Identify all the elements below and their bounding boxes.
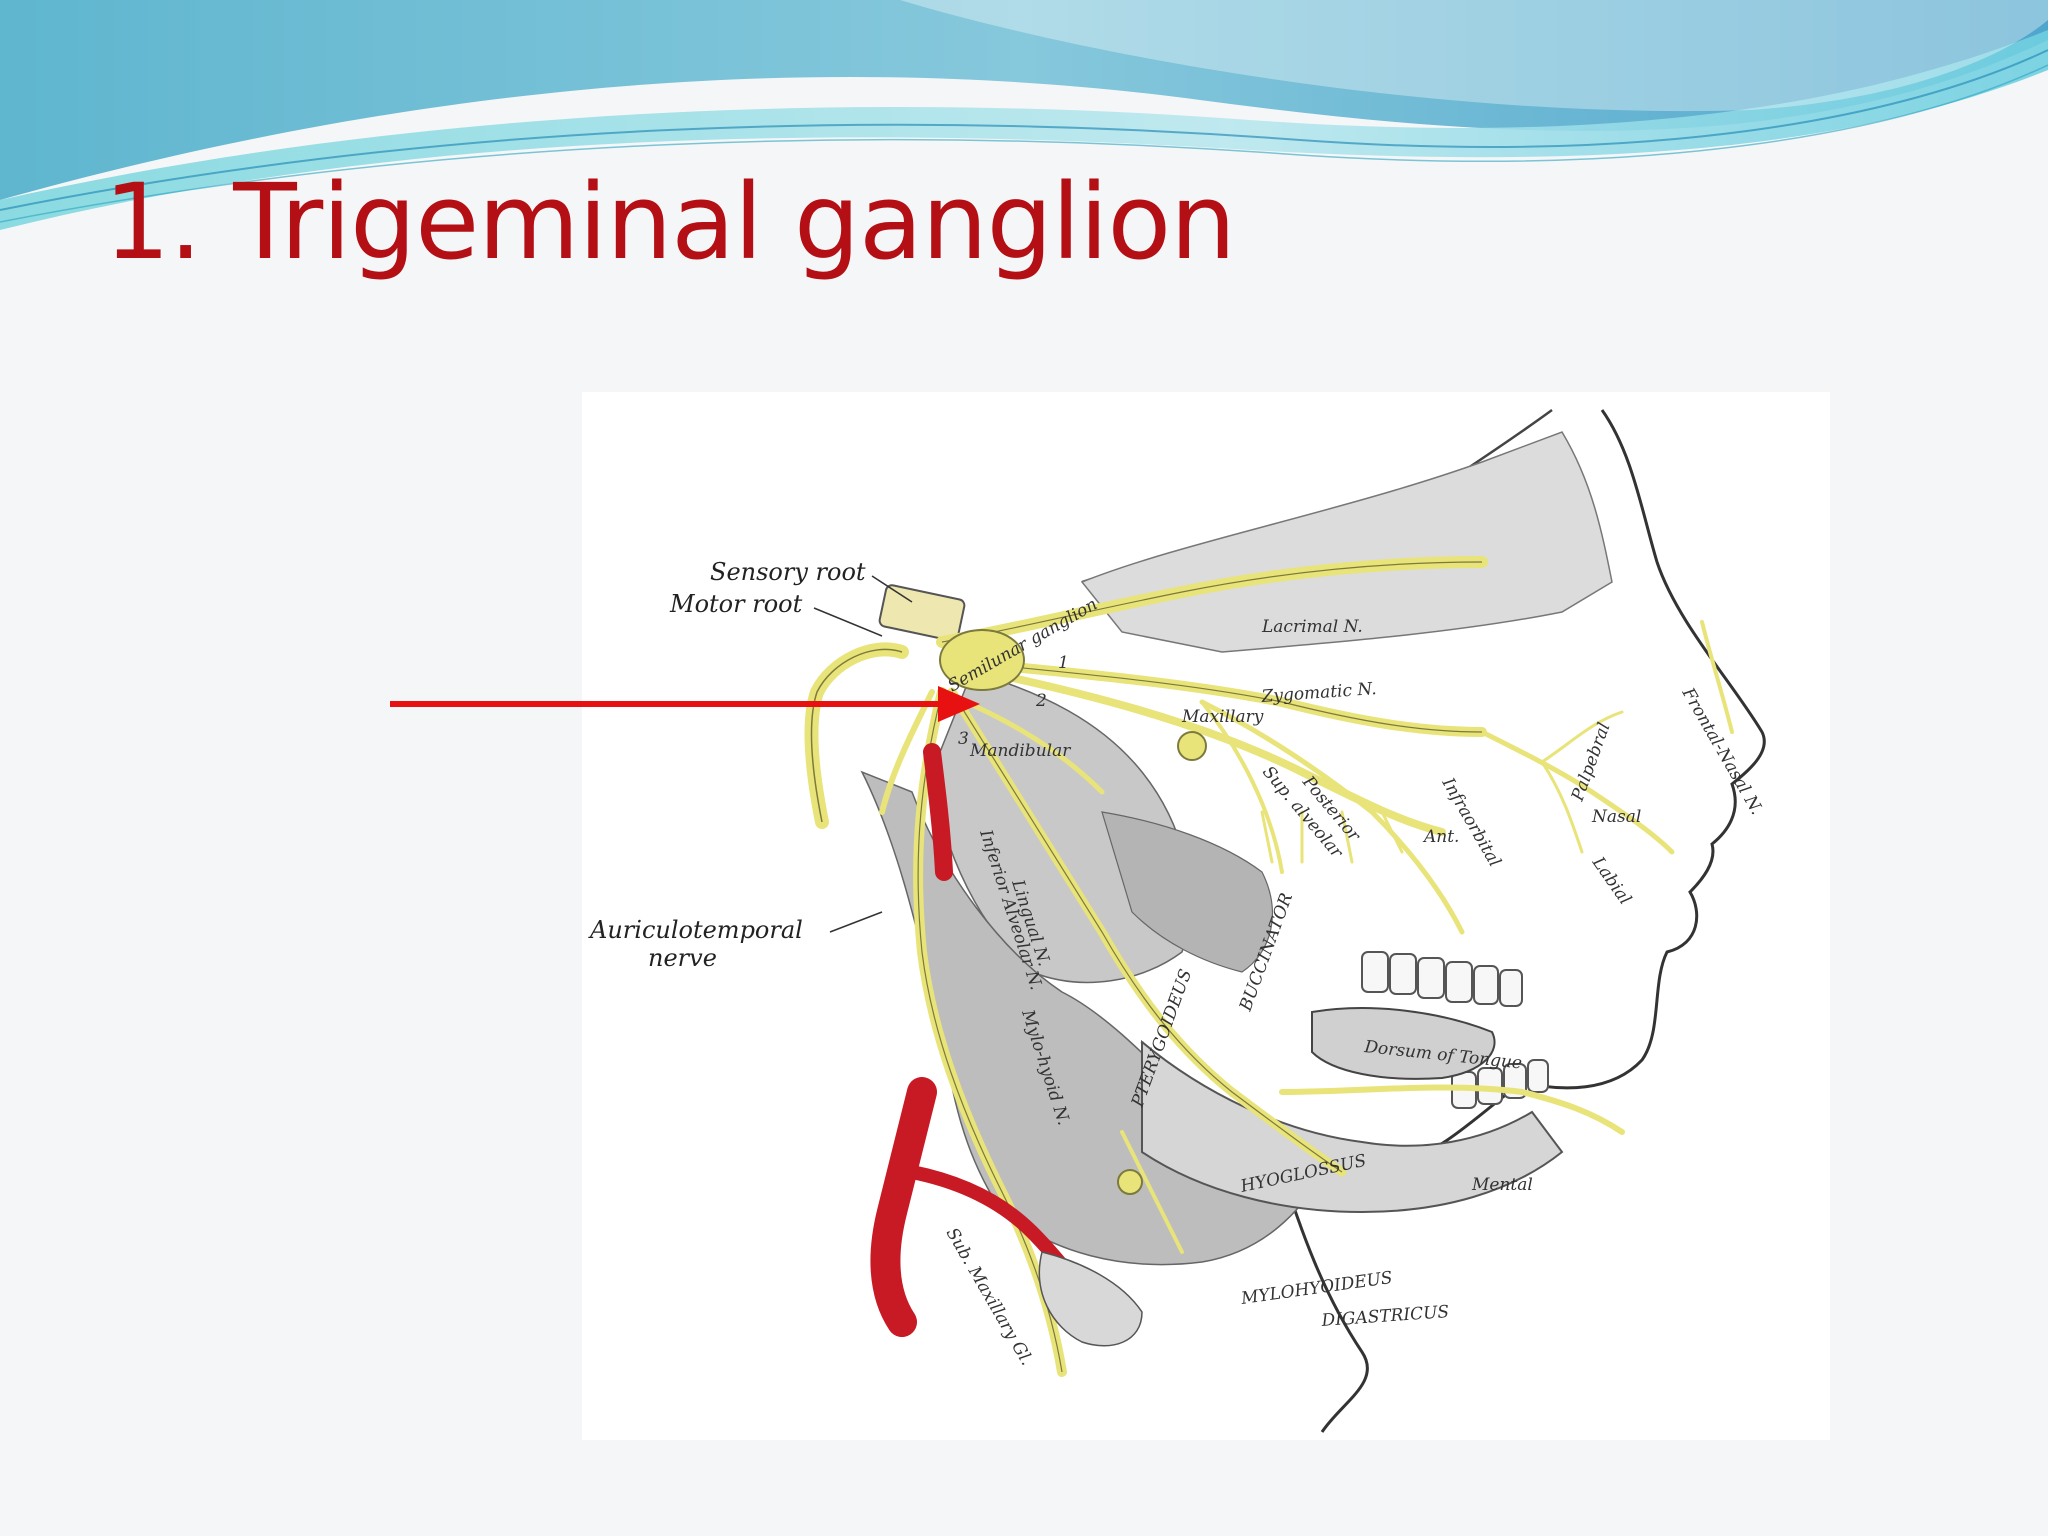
- submaxillary-gland: [1038, 1251, 1143, 1347]
- pterygopalatine-ganglion: [1177, 731, 1207, 761]
- label-motor-root: Motor root: [669, 590, 803, 618]
- mandible: [1141, 1039, 1564, 1214]
- upper-teeth: [1361, 951, 1523, 1007]
- pterygoid-muscle: [931, 671, 1191, 984]
- middle-meningeal-artery: [923, 743, 953, 881]
- label-sensory-root: Sensory root: [710, 558, 866, 586]
- label-mental: Mental: [1471, 1175, 1533, 1195]
- label-anterior: Ant.: [1422, 827, 1459, 847]
- facial-nerve-trunk-outline: [810, 648, 903, 823]
- trigeminal-nerve-illustration: Sensory root Motor root Auriculotemporal…: [582, 392, 1830, 1440]
- neck-outline: [1280, 1171, 1369, 1433]
- tongue: [1311, 1007, 1496, 1080]
- pointer-arrow: [390, 686, 980, 722]
- semilunar-ganglion: [939, 629, 1025, 691]
- external-carotid-artery: [870, 1077, 937, 1337]
- label-branch-1: 1: [1058, 653, 1069, 673]
- nerve-root-stump: [878, 584, 966, 642]
- label-lacrimal: Lacrimal N.: [1261, 617, 1363, 637]
- buccinator-muscle: [1101, 811, 1273, 973]
- label-auriculotemporal-1: Auriculotemporal: [588, 916, 803, 944]
- trigeminal-nerve-outlines: [917, 561, 1483, 1373]
- slide-title: 1. Trigeminal ganglion: [104, 161, 1236, 283]
- header-wave-decoration: [0, 0, 2048, 230]
- label-branch-3: 3: [958, 729, 969, 749]
- label-branch-2: 2: [1035, 691, 1047, 711]
- label-leader-motor-root: [813, 607, 883, 637]
- label-nasal: Nasal: [1591, 807, 1641, 827]
- label-mandibular: Mandibular: [969, 741, 1071, 761]
- label-leader-auriculotemporal: [829, 911, 883, 933]
- face-profile-outline: [1521, 409, 1766, 1090]
- label-maxillary: Maxillary: [1181, 707, 1264, 727]
- skull-region: [1080, 431, 1613, 653]
- submandibular-ganglion: [1117, 1169, 1143, 1195]
- label-auriculotemporal-2: nerve: [648, 944, 717, 972]
- label-leader-sensory-root: [871, 575, 913, 603]
